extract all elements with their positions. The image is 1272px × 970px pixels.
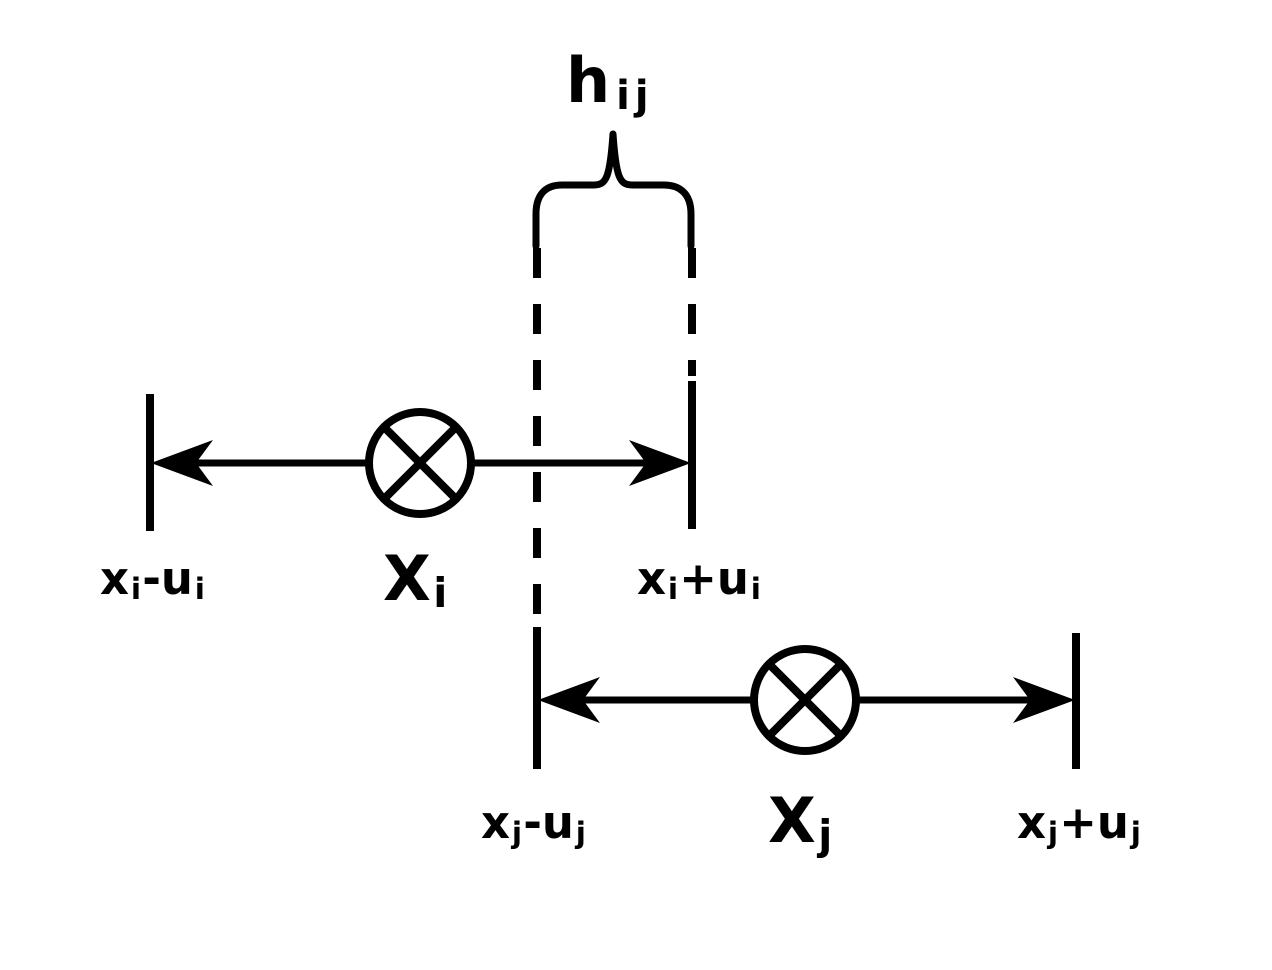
xj-minus-uj-mid: -u: [523, 796, 574, 849]
label-xi-minus-ui: xi-ui: [100, 556, 206, 604]
brace-h-ij: [532, 130, 695, 250]
xj-plus-uj-base: x: [1017, 796, 1047, 849]
xi-plus-ui-mid: +u: [679, 552, 749, 605]
xi-minus-ui-mid: -u: [142, 552, 193, 605]
xj-minus-uj-sub2: j: [575, 815, 586, 851]
xj-minus-uj-base: x: [481, 796, 511, 849]
xj-plus-uj-sub1: j: [1047, 815, 1058, 851]
Xj-base: X: [768, 784, 816, 857]
xi-plus-ui-sub2: i: [750, 571, 761, 607]
label-xi-plus-ui: xi+ui: [637, 556, 762, 604]
xj-plus-uj-mid: +u: [1059, 796, 1129, 849]
h-ij-sub-i: i: [616, 73, 630, 120]
support-arrow-i-left-head: [151, 440, 213, 486]
h-ij-sub-j: j: [634, 73, 649, 120]
xi-plus-ui-sub1: i: [667, 571, 678, 607]
label-Xi: Xi: [383, 548, 449, 614]
xi-plus-ui-base: x: [637, 552, 667, 605]
label-Xj: Xj: [768, 790, 834, 856]
support-arrow-j-right-head: [1013, 677, 1075, 723]
crossed-circle-marker-j: [750, 645, 860, 755]
Xi-base: X: [383, 542, 431, 615]
xi-minus-ui-base: x: [100, 552, 130, 605]
h-ij-base: h: [566, 44, 611, 117]
label-xj-plus-uj: xj+uj: [1017, 800, 1142, 848]
xi-minus-ui-sub1: i: [130, 571, 141, 607]
xj-plus-uj-sub2: j: [1130, 815, 1141, 851]
Xi-sub: i: [433, 568, 448, 617]
support-arrow-i-right-head: [629, 440, 691, 486]
support-arrow-j-left-head: [538, 677, 600, 723]
label-xj-minus-uj: xj-uj: [481, 800, 587, 848]
Xj-sub: j: [818, 810, 833, 859]
xi-minus-ui-sub2: i: [194, 571, 205, 607]
xj-minus-uj-sub1: j: [511, 815, 522, 851]
crossed-circle-marker-i: [365, 408, 475, 518]
